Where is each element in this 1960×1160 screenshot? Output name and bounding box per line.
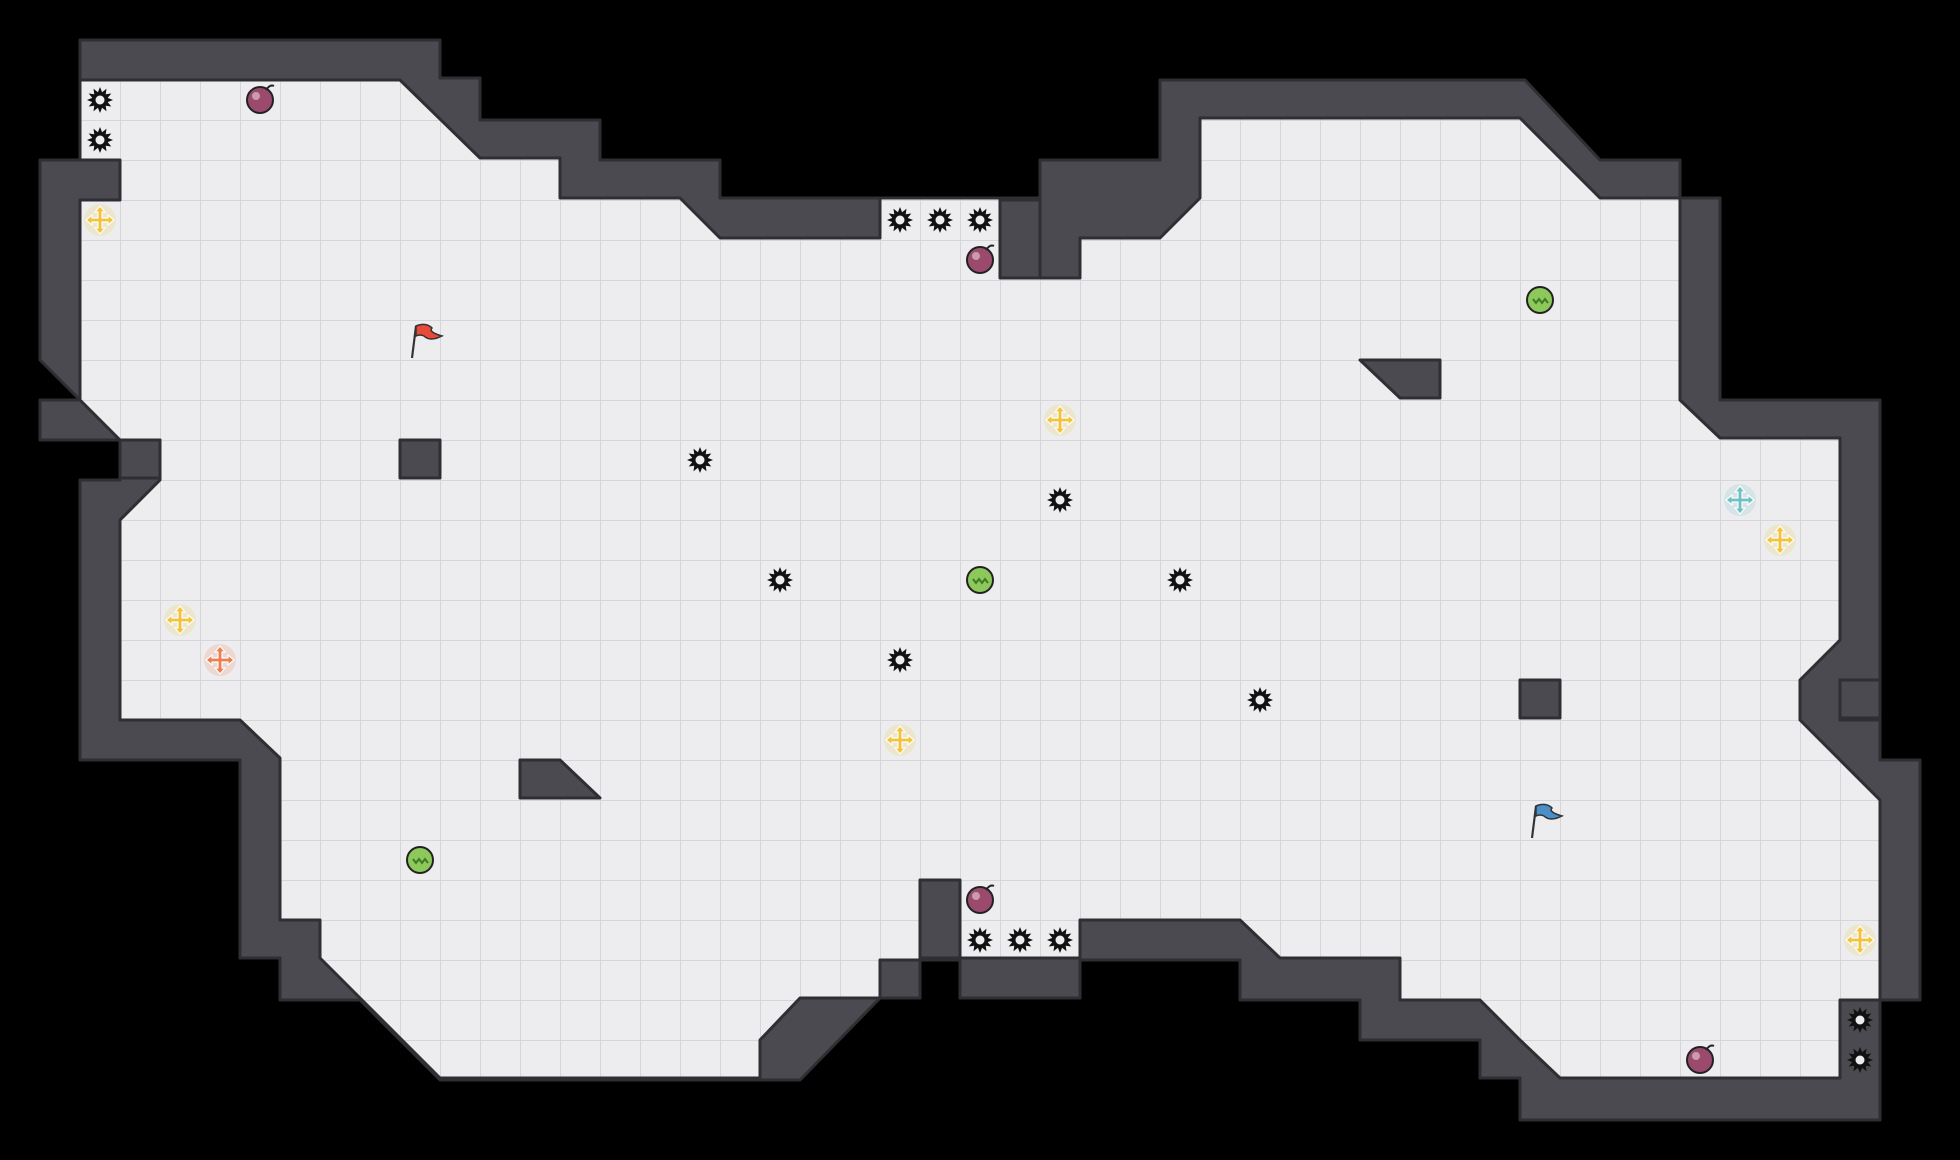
yellow-boost-pad-icon [164,604,196,636]
spike-mine-icon [1247,687,1273,713]
wall-block [398,438,442,480]
bomb-powerup-icon [1686,1044,1715,1074]
wall-ramp [1358,358,1442,400]
spike-mine-icon [1847,1047,1873,1073]
spike-mine-icon [927,207,953,233]
spike-mine-icon [87,87,113,113]
blue-boost-pad-icon [1724,484,1756,516]
speed-boost-icon [1526,286,1554,314]
wall-block [1518,678,1562,720]
wall-ramp [518,758,602,800]
wall-pillar [998,198,1042,280]
red-boost-pad-icon [204,644,236,676]
spike-mine-icon [767,567,793,593]
spike-mine-icon [887,207,913,233]
wall-notch [1838,678,1882,720]
wall-pillar [918,878,962,960]
yellow-boost-pad-icon [84,204,116,236]
speed-boost-icon [966,566,994,594]
bomb-powerup-icon [966,244,995,274]
spike-mine-icon [1847,1007,1873,1033]
yellow-boost-pad-icon [1764,524,1796,556]
spike-mine-icon [1047,487,1073,513]
red-flag-icon [410,323,445,359]
bomb-powerup-icon [966,884,995,914]
spike-mine-icon [967,207,993,233]
entity-layer [84,84,1876,1074]
yellow-boost-pad-icon [1044,404,1076,436]
spike-mine-icon [687,447,713,473]
bomb-powerup-icon [246,84,275,114]
yellow-boost-pad-icon [884,724,916,756]
wall-notch [118,438,162,480]
spike-mine-icon [967,927,993,953]
spike-mine-icon [887,647,913,673]
spike-mine-icon [1007,927,1033,953]
speed-boost-icon [406,846,434,874]
blue-flag-icon [1530,803,1565,839]
yellow-boost-pad-icon [1844,924,1876,956]
spike-mine-icon [1047,927,1073,953]
spike-mine-icon [87,127,113,153]
obstacle-layer [118,198,1882,960]
spike-mine-icon [1167,567,1193,593]
